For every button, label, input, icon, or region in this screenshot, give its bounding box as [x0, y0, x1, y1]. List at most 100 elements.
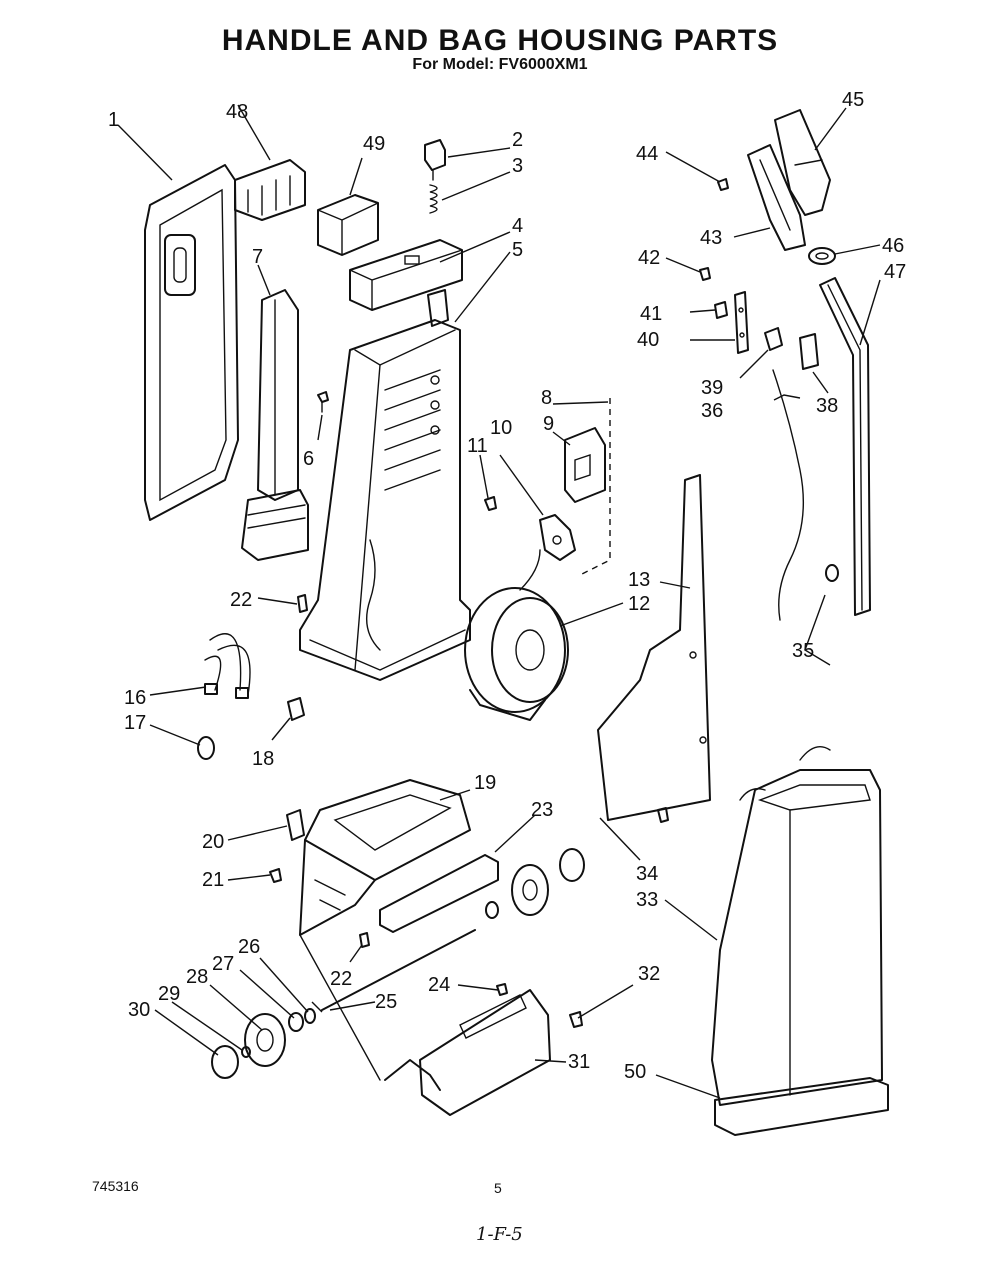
callout-33: 33: [636, 889, 658, 911]
callout-11: 11: [467, 435, 488, 457]
page-number: 5: [494, 1180, 502, 1196]
part-29-hubcap: [241, 1046, 251, 1058]
part-39-switch: [764, 327, 783, 351]
part-10-strain-relief: [539, 514, 576, 561]
part-13-rear-panel: [597, 474, 711, 821]
part-20-clip: [286, 809, 305, 841]
part-49-filter: [317, 194, 379, 256]
callout-20: 20: [202, 831, 224, 853]
callout-39: 39: [701, 377, 723, 399]
part-25-axle: [321, 929, 476, 1011]
callout-47: 47: [884, 261, 906, 283]
part-18-clip: [287, 697, 305, 721]
part-28-wheel: [244, 1013, 286, 1067]
page-title: HANDLE AND BAG HOUSING PARTS: [221, 24, 779, 57]
part-6-screw: [317, 391, 329, 413]
callout-13: 13: [628, 569, 650, 591]
callout-48: 48: [226, 101, 248, 123]
callout-9: 9: [543, 413, 554, 435]
callout-44: 44: [636, 143, 658, 165]
part-23-bumper: [379, 854, 499, 933]
callout-5: 5: [512, 239, 523, 261]
callout-17: 17: [124, 712, 146, 734]
part-46-nut: [808, 247, 836, 265]
callout-3: 3: [512, 155, 523, 177]
part-48-cord-clip: [234, 159, 306, 221]
part-40-switch-plate: [734, 291, 749, 354]
callout-21: 21: [202, 869, 224, 891]
callout-7: 7: [252, 246, 263, 268]
part-wheel-right: [485, 848, 585, 919]
part-44-screw: [717, 178, 729, 191]
part-5-handle-housing: [299, 289, 471, 681]
callout-27: 27: [212, 953, 234, 975]
callout-35: 35: [792, 640, 814, 662]
part-17-connector: [197, 736, 215, 760]
part-32-screw: [569, 1011, 583, 1028]
callout-23: 23: [531, 799, 553, 821]
callout-28: 28: [186, 966, 208, 988]
callout-46: 46: [882, 235, 904, 257]
part-35-grommet: [825, 564, 839, 582]
part-2-button: [424, 139, 446, 181]
callout-18: 18: [252, 748, 274, 770]
part-31-nozzle-cover: [384, 989, 551, 1116]
callout-10: 10: [490, 417, 512, 439]
callout-25: 25: [375, 991, 397, 1013]
callout-38: 38: [816, 395, 838, 417]
callout-26: 26: [238, 936, 260, 958]
callout-19: 19: [474, 772, 496, 794]
callout-12: 12: [628, 593, 650, 615]
part-36-wire: [772, 369, 804, 621]
part-34-screw: [657, 807, 669, 823]
document-number: 745316: [92, 1178, 139, 1194]
part-21-screw: [269, 868, 282, 883]
part-26-bushing: [304, 1008, 316, 1024]
callout-40: 40: [637, 329, 659, 351]
part-30-hubcap: [211, 1045, 239, 1079]
part-45-grip-top: [774, 109, 831, 216]
callout-4: 4: [512, 215, 523, 237]
part-22-screw-upper: [297, 594, 308, 613]
callout-32: 32: [638, 963, 660, 985]
callout-36: 36: [701, 400, 723, 422]
callout-43: 43: [700, 227, 722, 249]
part-16-wire-harness: [204, 633, 251, 699]
callout-41: 41: [640, 303, 662, 325]
part-19-base: [299, 779, 471, 936]
leader-lines: [117, 104, 881, 1099]
callout-6: 6: [303, 448, 314, 470]
callout-24: 24: [428, 974, 450, 996]
callout-16: 16: [124, 687, 146, 709]
callout-labels: 1 2 3 4 5 6 7 8 9 10 11 12 13 16 17 18 1…: [108, 89, 906, 1083]
part-1-bag-cover: [144, 164, 239, 521]
callout-29: 29: [158, 983, 180, 1005]
model-subtitle: For Model: FV6000XM1: [412, 56, 588, 73]
callout-22-upper: 22: [230, 589, 252, 611]
part-4-handle-cap: [349, 239, 463, 311]
part-42-screw: [699, 267, 711, 281]
callout-49: 49: [363, 133, 385, 155]
part-33-bag-housing: [711, 746, 883, 1106]
callout-2: 2: [512, 129, 523, 151]
callout-50: 50: [624, 1061, 646, 1083]
callout-34: 34: [636, 863, 658, 885]
part-27-washer: [288, 1012, 304, 1032]
callout-31: 31: [568, 1051, 590, 1073]
part-41-clip: [714, 301, 728, 319]
part-43-grip-housing: [747, 144, 806, 251]
callout-42: 42: [638, 247, 660, 269]
part-38-connector: [799, 333, 819, 370]
part-47-handle-tube: [819, 277, 871, 616]
part-11-screw: [484, 496, 497, 511]
callout-1: 1: [108, 109, 119, 131]
part-9-switch: [564, 427, 606, 503]
callout-45: 45: [842, 89, 864, 111]
handwritten-note: 1-F-5: [476, 1224, 523, 1245]
callout-22-lower: 22: [330, 968, 352, 990]
dash-guide-line: [299, 934, 381, 1081]
part-24-screw: [496, 983, 508, 996]
callout-8: 8: [541, 387, 552, 409]
part-3-spring: [429, 184, 438, 214]
